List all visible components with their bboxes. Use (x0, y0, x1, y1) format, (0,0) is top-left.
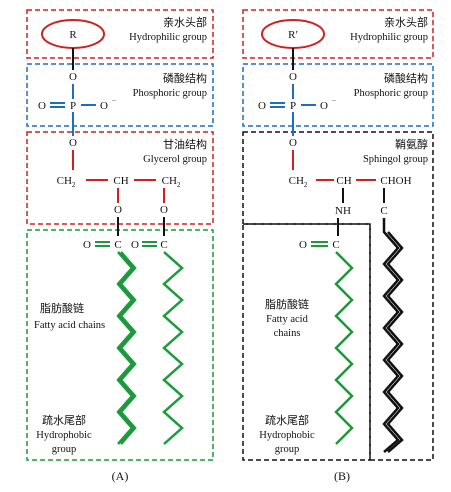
b-phosphoric-box (242, 63, 434, 127)
b-phos-en: Phosphoric group (354, 88, 428, 99)
a-phosphoric-box (26, 63, 214, 127)
b-head-cn: 亲水头部 (384, 15, 428, 29)
b-chain-green (334, 251, 354, 445)
a-hydrophilic-box (26, 9, 214, 59)
b-nh: NH (335, 205, 351, 217)
b-o-minus: O (320, 100, 328, 112)
a-gly-o1: O (114, 204, 122, 216)
a-ester-c2: C (160, 239, 167, 251)
a-charge: − (112, 97, 116, 105)
a-ester-o1: O (83, 239, 91, 251)
panel-b: R′ 亲水头部 Hydrophilic group O O P O − 磷酸结构… (242, 9, 434, 483)
a-chain-1b (119, 251, 137, 445)
b-choh: CHOH (380, 175, 411, 187)
a-p: P (70, 100, 76, 112)
b-o-bottom: O (289, 137, 297, 149)
b-o-left: O (258, 100, 266, 112)
b-chains-en1: Fatty acid (266, 314, 308, 325)
a-phos-cn: 磷酸结构 (163, 71, 207, 85)
a-chain-1a (116, 251, 134, 445)
b-charge: − (332, 97, 336, 105)
b-c: C (380, 205, 387, 217)
b-sph-cn: 鞘氨醇 (395, 137, 428, 151)
b-chain-black-b (386, 231, 404, 453)
a-chains-en: Fatty acid chains (34, 320, 105, 331)
b-hydrophilic-box (242, 9, 434, 59)
a-tail-en1: Hydrophobic (36, 430, 92, 441)
a-caption: (A) (112, 469, 129, 483)
a-gly-en: Glycerol group (143, 154, 207, 165)
a-tail-cn: 疏水尾部 (42, 413, 86, 427)
b-ch: CH (336, 175, 351, 187)
a-o-minus: O (100, 100, 108, 112)
b-head-label: R′ (288, 29, 298, 41)
b-head-en: Hydrophilic group (350, 32, 428, 43)
b-chains-cn: 脂肪酸链 (265, 297, 309, 311)
b-p: P (290, 100, 296, 112)
a-head-label: R (69, 29, 77, 41)
b-sph-en: Sphingol group (363, 154, 428, 165)
a-hydrophobic-box (26, 229, 214, 461)
b-o-top: O (289, 71, 297, 83)
a-ch: CH (113, 175, 128, 187)
a-chain-2 (162, 251, 184, 445)
a-ester-o2: O (131, 239, 139, 251)
b-caption: (B) (334, 469, 350, 483)
a-gly-o2: O (160, 204, 168, 216)
b-chains-en2: chains (274, 328, 301, 339)
panel-a: R 亲水头部 Hydrophilic group O O P O − 磷酸结构 … (26, 9, 214, 483)
a-ester-c1: C (114, 239, 121, 251)
b-amide-o: O (299, 239, 307, 251)
b-hydrophobic-box (242, 223, 371, 461)
a-o-top: O (69, 71, 77, 83)
b-tail-en1: Hydrophobic (259, 430, 315, 441)
b-tail-en2: group (275, 444, 300, 455)
b-phos-cn: 磷酸结构 (384, 71, 428, 85)
a-head-en: Hydrophilic group (129, 32, 207, 43)
a-gly-cn: 甘油结构 (163, 137, 207, 151)
a-head-cn: 亲水头部 (163, 15, 207, 29)
a-glycerol-box (26, 131, 214, 225)
a-ch2-right: CH2 (162, 175, 181, 189)
a-o-left: O (38, 100, 46, 112)
a-ch2-left: CH2 (57, 175, 76, 189)
a-tail-en2: group (52, 444, 77, 455)
a-o-bottom: O (69, 137, 77, 149)
a-chains-cn: 脂肪酸链 (40, 301, 84, 315)
a-phos-en: Phosphoric group (133, 88, 207, 99)
b-amide-c: C (332, 239, 339, 251)
b-tail-cn: 疏水尾部 (265, 413, 309, 427)
b-chain-black-a (382, 218, 400, 453)
b-ch2: CH2 (289, 175, 308, 189)
